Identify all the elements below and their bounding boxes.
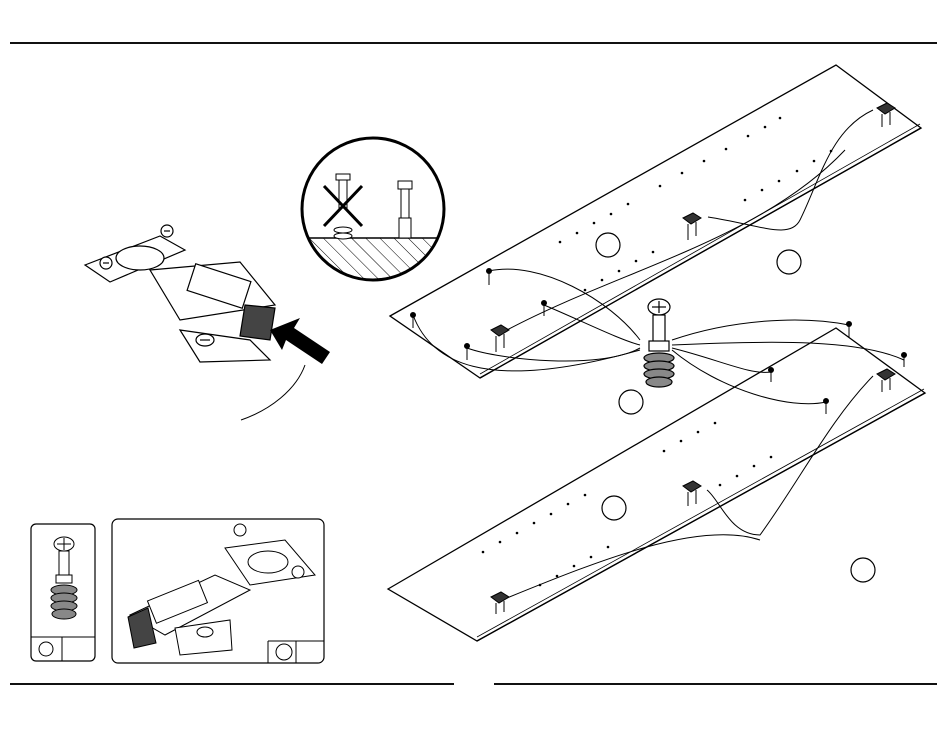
swing-arc (241, 365, 305, 420)
parts-box-hinge (112, 519, 324, 663)
hinge-large (85, 225, 275, 362)
parts-box-cam-post (31, 524, 95, 661)
warning-inset (300, 138, 450, 288)
push-arrow-icon (270, 318, 330, 364)
cam-post-large (644, 299, 674, 387)
